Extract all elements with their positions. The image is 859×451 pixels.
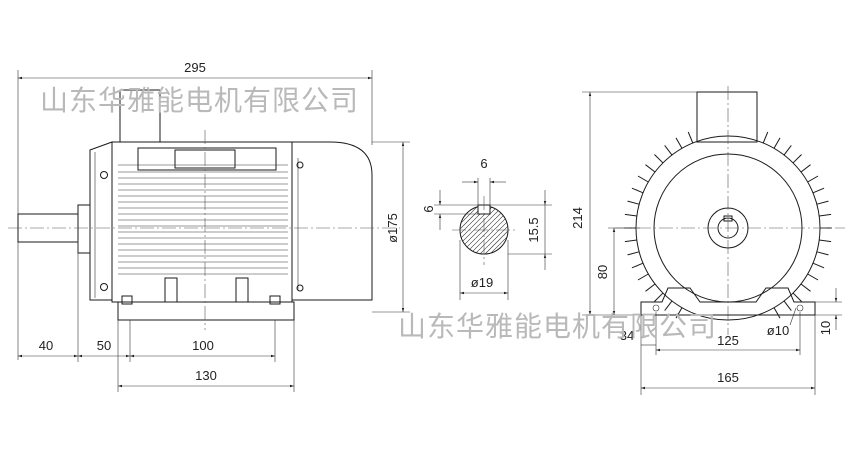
motor-body: [111, 141, 293, 303]
watermark-bottom: 山东华雅能电机有限公司: [398, 310, 717, 343]
flange: [77, 204, 91, 254]
dim-shaft-length: 40: [39, 338, 53, 353]
dim-key-width: 6: [480, 156, 487, 171]
shaft-section: 6 6 15.5 ø19: [421, 156, 552, 300]
end-shield: [89, 141, 113, 301]
fan-bolt-bottom: [296, 284, 304, 292]
dim-overall-length: 295: [184, 60, 206, 75]
body-top-housing: [137, 147, 277, 171]
front-view: 214 80 10 ø10 34 125 165: [570, 86, 845, 395]
dim-shaft-diameter: ø19: [471, 275, 493, 290]
dim-foot-thickness: 10: [818, 321, 833, 335]
dim-shaft-height: 15.5: [526, 217, 541, 242]
dim-foot-hole-spacing: 100: [192, 338, 214, 353]
watermark-top: 山东华雅能电机有限公司: [40, 84, 359, 117]
side-view: 295: [8, 60, 410, 392]
dim-foot-offset: 50: [97, 338, 111, 353]
bolt-bottom: [100, 283, 108, 291]
bolt-top: [100, 171, 108, 179]
dim-hole-diameter: ø10: [767, 323, 789, 338]
fan-bolt-top: [296, 161, 304, 169]
dim-key-depth: 6: [421, 205, 436, 212]
dim-foot-length: 130: [195, 368, 217, 383]
dim-foot-width: 165: [717, 370, 739, 385]
foot-base: [117, 301, 295, 321]
dim-overall-height: 214: [570, 207, 585, 229]
dim-center-height: 80: [595, 265, 610, 279]
terminal-box-front: [696, 91, 758, 143]
cooling-ribs: [118, 177, 288, 275]
fan-cover: [291, 141, 373, 301]
dim-foot-edge: 34: [620, 328, 634, 343]
dim-foot-hole-spacing-front: 125: [717, 333, 739, 348]
dim-body-diameter: ø175: [385, 213, 400, 243]
